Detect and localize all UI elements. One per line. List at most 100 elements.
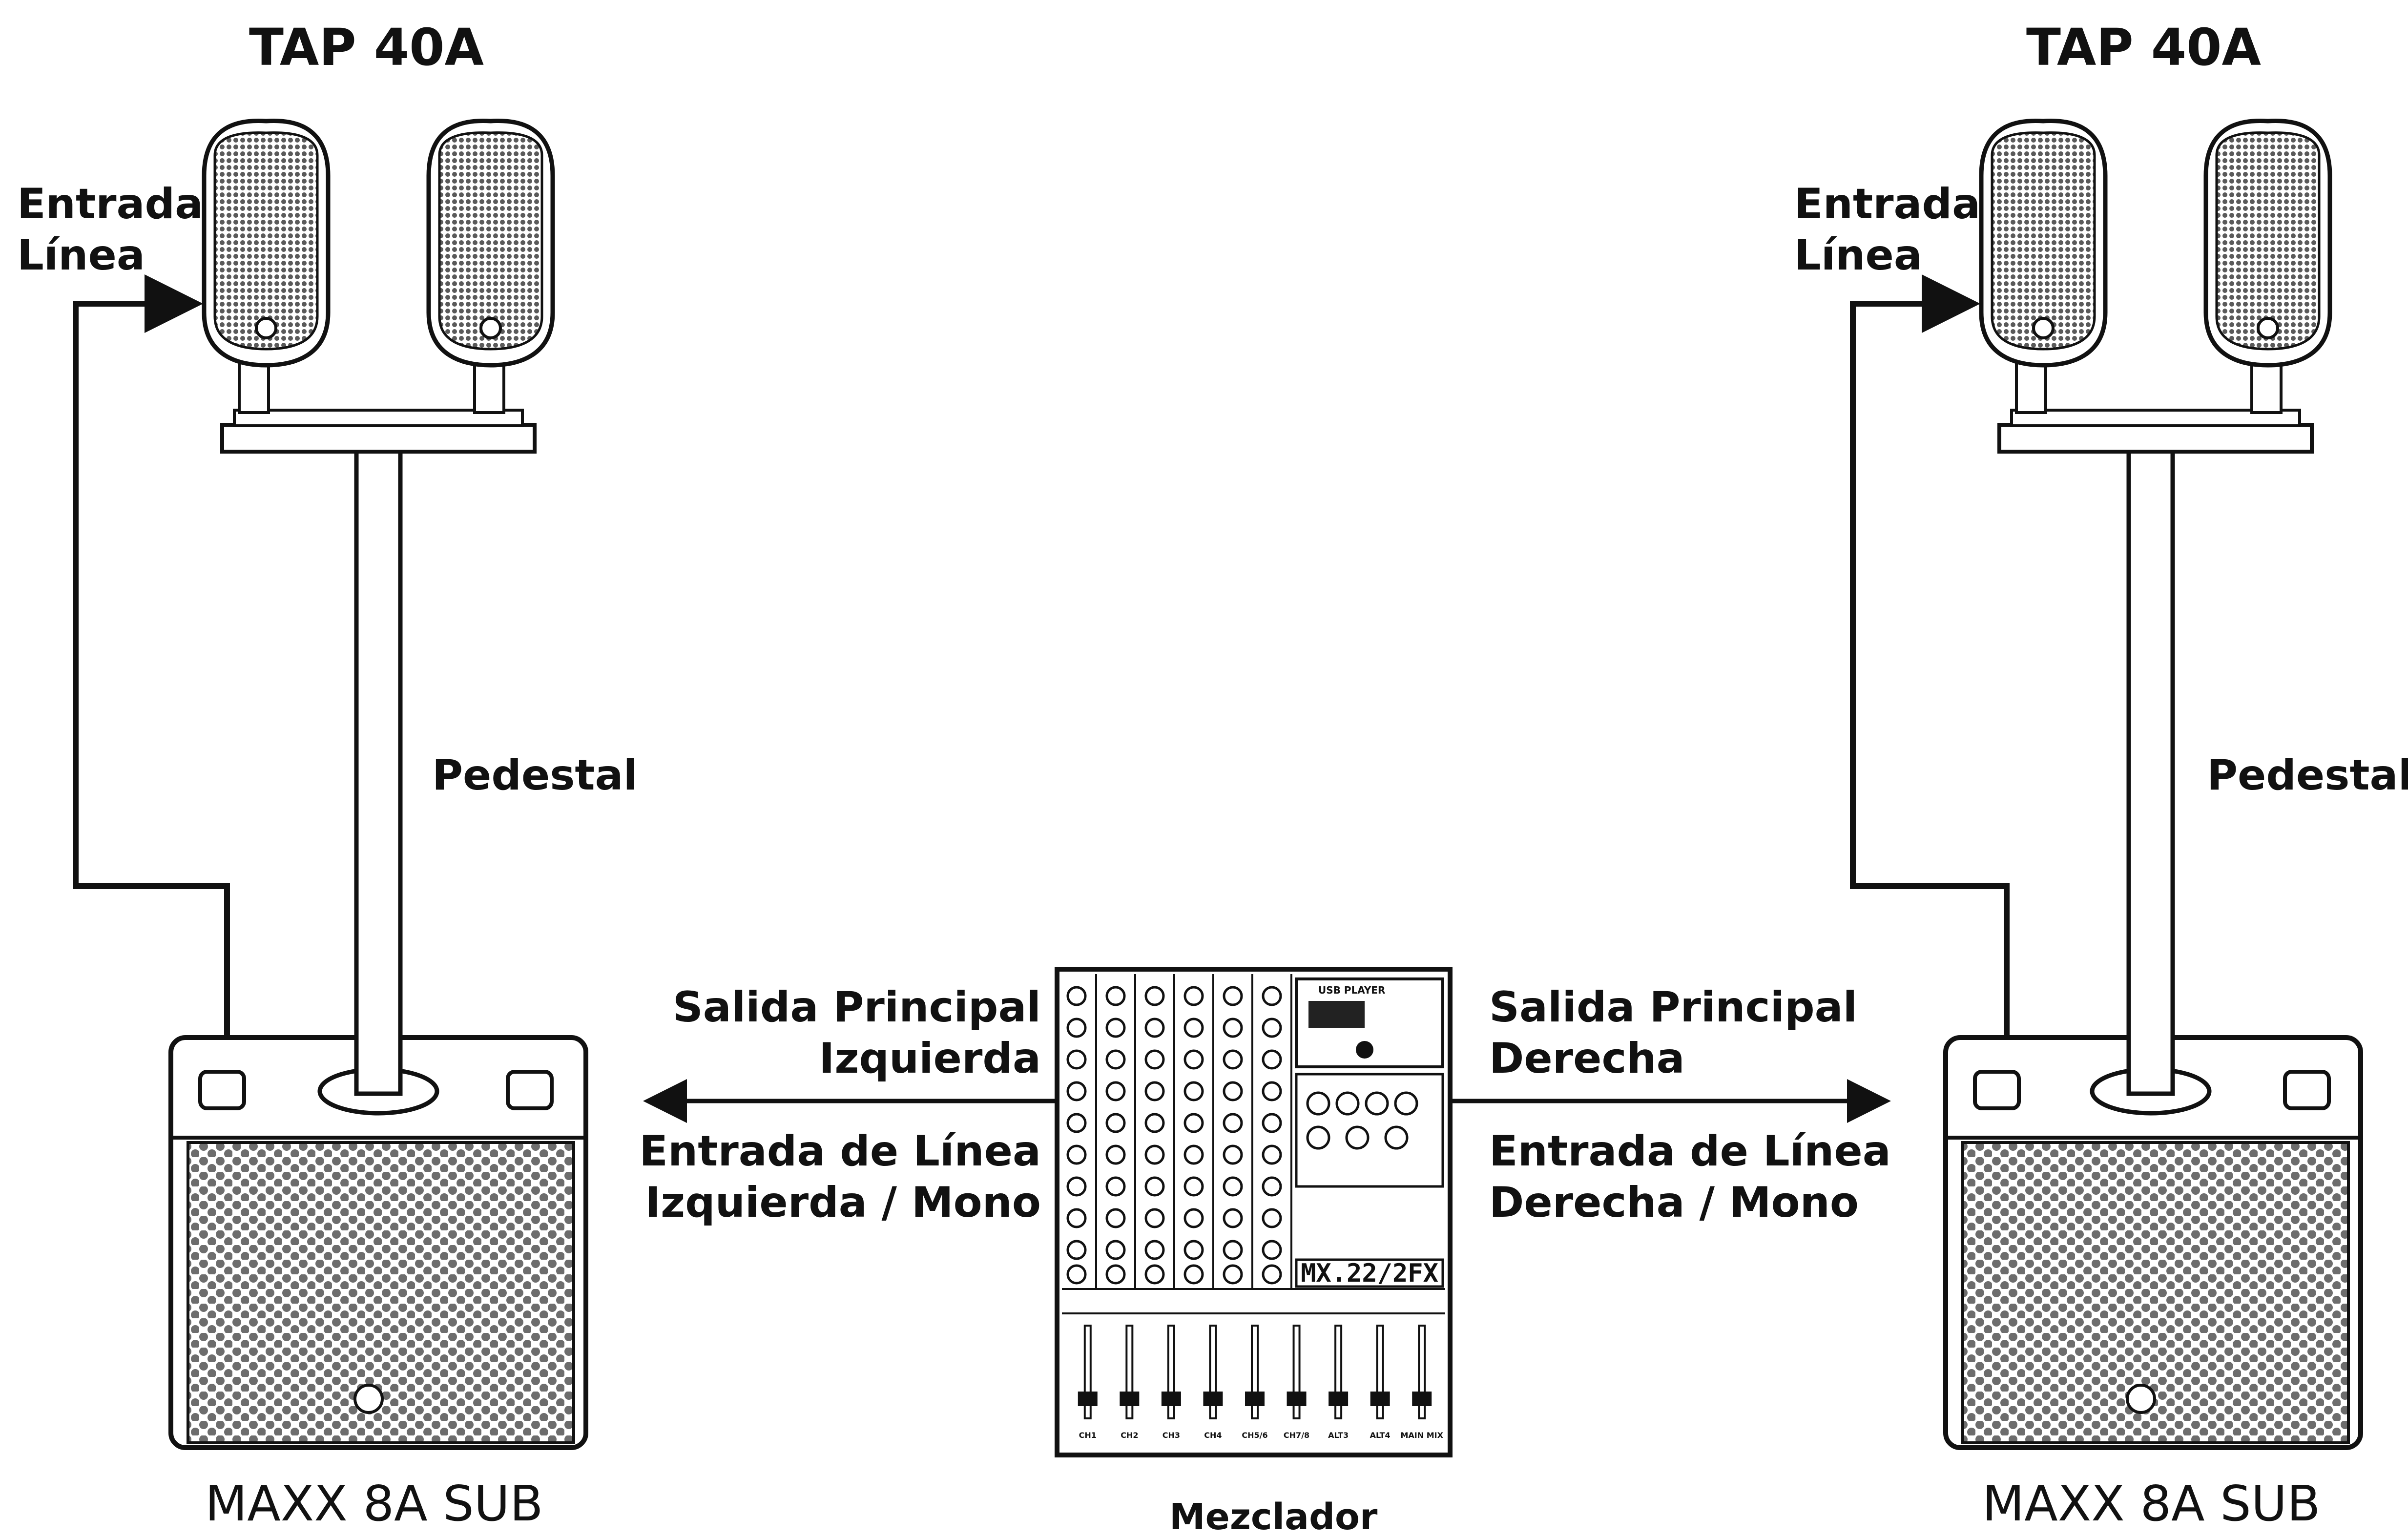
right-stand-label: Pedestal (2207, 751, 2408, 800)
mixer-knob-icon (1144, 1264, 1165, 1285)
mixer-channel-label: CH7/8 (1284, 1431, 1309, 1440)
mixer-knob-icon (1066, 1208, 1087, 1228)
mixer-knob-icon (1144, 1144, 1165, 1165)
mixer-knob-icon (1066, 1240, 1087, 1260)
mixer-knob-icon (1066, 1081, 1087, 1102)
left-input-label-line1: Entrada (17, 180, 204, 229)
mixer-player-label: USB PLAYER (1318, 984, 1385, 996)
mixer-knob-icon (1144, 1113, 1165, 1133)
left-output-label-line1: Salida Principal (672, 983, 1041, 1032)
left-satellite-speaker-1 (202, 118, 331, 414)
mixer-knob-icon (1223, 986, 1243, 1006)
mixer-fx-knob-icon (1384, 1125, 1409, 1150)
mixer-knob-icon (1144, 1081, 1165, 1102)
mixer-knob-icon (1105, 1208, 1126, 1228)
mixer-knob-icon (1223, 1264, 1243, 1285)
mixer-knob-icon (1066, 1176, 1087, 1197)
mixer-fader-cap (1161, 1392, 1181, 1406)
mixer-knob-icon (1105, 1240, 1126, 1260)
right-subwoofer (1943, 1035, 2363, 1450)
right-stand-pole (2126, 447, 2175, 1096)
mixer-fader-cap (1203, 1392, 1223, 1406)
mixer-fx-knob-icon (1365, 1091, 1389, 1116)
mixer-knob-icon (1183, 1208, 1204, 1228)
right-speaker-title: TAP 40A (2026, 18, 2261, 77)
right-satellite-speaker-2 (2203, 118, 2332, 414)
mixer-fx-knob-icon (1345, 1125, 1370, 1150)
left-speaker-title: TAP 40A (249, 18, 484, 77)
right-input-line-label-line1: Entrada de Línea (1489, 1127, 1891, 1176)
mixer-knob-icon (1262, 1081, 1282, 1102)
right-sub-title: MAXX 8A SUB (1982, 1475, 2321, 1532)
left-input-line-label-line1: Entrada de Línea (639, 1127, 1041, 1176)
mixer-knob-icon (1262, 1018, 1282, 1038)
right-output-label-line2: Derecha (1489, 1034, 1685, 1083)
mixer-fader-cap (1329, 1392, 1349, 1406)
mixer-knob-icon (1144, 1018, 1165, 1038)
mixer-knob-icon (1183, 1240, 1204, 1260)
left-input-label-line2: Línea (17, 231, 145, 280)
mixer-knob-icon (1262, 1208, 1282, 1228)
left-line-cable (73, 274, 230, 1035)
mixer-fader-cap (1078, 1392, 1098, 1406)
mixer-fx-knob-icon (1306, 1125, 1330, 1150)
mixer-fader-cap (1412, 1392, 1432, 1406)
mixer-knob-icon (1183, 1113, 1204, 1133)
left-stand-label: Pedestal (432, 751, 638, 800)
mixer-knob-icon (1223, 1049, 1243, 1070)
right-output-label-line1: Salida Principal (1489, 983, 1858, 1032)
left-sub-title: MAXX 8A SUB (205, 1475, 543, 1532)
mixer-knob-icon (1223, 1081, 1243, 1102)
mixer-knob-icon (1262, 986, 1282, 1006)
mixer-knob-icon (1105, 1176, 1126, 1197)
mixer-channel-label: ALT4 (1370, 1431, 1391, 1440)
mixer-knob-icon (1183, 1018, 1204, 1038)
mixer-fx-knob-icon (1306, 1091, 1330, 1116)
mixer-knob-icon (1105, 1264, 1126, 1285)
mixer-knob-icon (1066, 1144, 1087, 1165)
mixer-knob-icon (1223, 1113, 1243, 1133)
mixer-fx-knob-icon (1335, 1091, 1360, 1116)
mixer-knob-icon (1105, 1081, 1126, 1102)
mixer-fader-cap (1370, 1392, 1390, 1406)
mixer-knob-icon (1144, 1176, 1165, 1197)
mixer-knob-icon (1262, 1176, 1282, 1197)
mixer-fader-cap (1245, 1392, 1265, 1406)
mixer-knob-icon (1105, 1018, 1126, 1038)
mixer-knob-icon (1262, 1264, 1282, 1285)
mixer-knob-icon (1105, 986, 1126, 1006)
mixer-knob-icon (1262, 1240, 1282, 1260)
mixer-knob-icon (1183, 986, 1204, 1006)
mixer-knob-icon (1262, 1113, 1282, 1133)
mixer-fx-knob-icon (1394, 1091, 1418, 1116)
mixer-knob-icon (1262, 1049, 1282, 1070)
mixer-knob-icon (1144, 1049, 1165, 1070)
mixer-knob-icon (1144, 1208, 1165, 1228)
mixer-channel-label: CH2 (1121, 1431, 1138, 1440)
right-input-label-line1: Entrada (1794, 180, 1981, 229)
mixer-knob-icon (1066, 1113, 1087, 1133)
left-sub-handle-icon-2 (506, 1070, 554, 1110)
mixer-model-label: MX.22/2FX (1301, 1259, 1438, 1288)
mixer-knob-icon (1066, 986, 1087, 1006)
mixer-knob-icon (1105, 1144, 1126, 1165)
right-stand-bracket (1997, 423, 2314, 454)
right-satellite-speaker-1 (1979, 118, 2108, 414)
mixer-knob-icon (1144, 1240, 1165, 1260)
mixer-knob-icon (1144, 986, 1165, 1006)
mixer-display (1308, 1001, 1365, 1028)
left-subwoofer (168, 1035, 588, 1450)
right-input-line-label-line2: Derecha / Mono (1489, 1178, 1859, 1227)
mixer-knob-icon (1223, 1018, 1243, 1038)
mixer-knob-icon (1223, 1208, 1243, 1228)
mixer-channel-label: CH4 (1204, 1431, 1222, 1440)
mixer-channel-label: MAIN MIX (1401, 1431, 1444, 1440)
right-input-label-line2: Línea (1794, 231, 1922, 280)
mixer-knob-icon (1262, 1144, 1282, 1165)
mixer-knob-icon (1183, 1081, 1204, 1102)
left-output-label-line2: Izquierda (819, 1034, 1041, 1083)
mixer-knob-icon (1066, 1018, 1087, 1038)
right-line-cable (1850, 274, 2010, 1035)
